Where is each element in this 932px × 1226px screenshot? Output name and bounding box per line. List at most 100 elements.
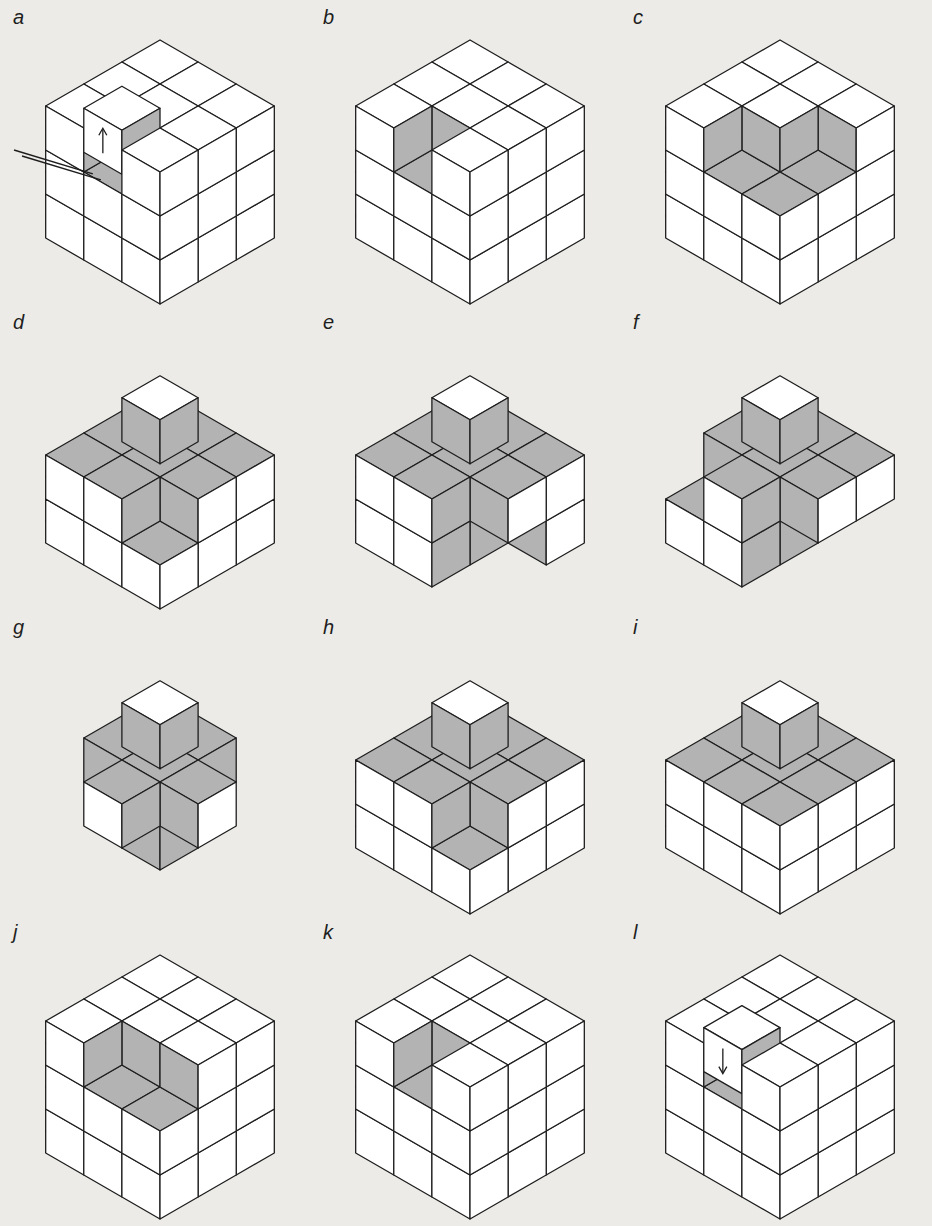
cubie-face	[432, 848, 470, 914]
cubie-face	[546, 760, 584, 826]
cubie-face	[432, 477, 470, 543]
cubie-face	[780, 106, 818, 172]
cubie-face	[780, 477, 818, 543]
cube-figure	[84, 681, 236, 870]
panel-letter: b	[320, 6, 337, 28]
cube-figure	[356, 376, 585, 587]
cubie-face	[508, 128, 546, 194]
cubie-face	[818, 782, 856, 848]
motion-arrow	[722, 1049, 723, 1073]
cubie-face	[780, 194, 818, 260]
cubie-face	[236, 1021, 274, 1087]
cubie-face	[470, 782, 508, 848]
cubie-face	[356, 1021, 394, 1087]
cubie-face	[856, 1021, 894, 1087]
cubie-face	[432, 398, 470, 464]
cubie-face	[122, 1109, 160, 1175]
cube-figure	[666, 681, 895, 914]
panel-letter: j	[10, 921, 20, 943]
cubie-face	[432, 703, 470, 769]
cubie-face	[356, 106, 394, 172]
cubie-face	[818, 106, 856, 172]
cubie-face	[356, 455, 394, 521]
cube-figure	[356, 40, 585, 304]
cubie-face	[742, 106, 780, 172]
cubie-face	[160, 1043, 198, 1109]
cubie-face	[818, 172, 856, 238]
cubie-face	[160, 543, 198, 609]
cubie-face	[356, 760, 394, 826]
cubie-face	[46, 1021, 84, 1087]
cubie-face	[46, 455, 84, 521]
panel-letter: g	[10, 616, 27, 638]
cubie-face	[666, 760, 704, 826]
cubie-face	[856, 760, 894, 826]
cubie-face	[742, 703, 780, 769]
cubie-face	[856, 455, 894, 521]
cubie-face	[666, 499, 704, 565]
cubie-face	[666, 106, 704, 172]
cubie-face	[470, 150, 508, 216]
cubie-face	[742, 398, 780, 464]
cubie-face	[432, 782, 470, 848]
cubie-face	[666, 1021, 704, 1087]
screwdriver	[22, 156, 101, 180]
cubie-face	[160, 150, 198, 216]
cube-figure	[666, 376, 895, 587]
panel-letter: a	[10, 6, 27, 28]
panel-letter: l	[630, 921, 640, 943]
cubie-face	[704, 172, 742, 238]
cubie-face	[780, 1065, 818, 1131]
panel-letter: k	[320, 921, 336, 943]
cubie-face	[198, 782, 236, 848]
cubie-face	[394, 172, 432, 238]
cubie-face	[198, 128, 236, 194]
cubie-face	[704, 1028, 742, 1094]
panel-letter: c	[630, 6, 646, 28]
cubie-face	[432, 150, 470, 216]
cubie-face	[160, 477, 198, 543]
cubie-face	[742, 804, 780, 870]
cubie-face	[122, 150, 160, 216]
cubie-face	[84, 108, 122, 174]
cubie-face	[394, 1087, 432, 1153]
motion-arrowhead	[719, 1067, 727, 1074]
cubie-face	[160, 703, 198, 769]
cubie-face	[780, 804, 818, 870]
cubie-face	[236, 106, 274, 172]
cubie-face	[84, 1087, 122, 1153]
cubie-face	[394, 106, 432, 172]
cubie-face	[84, 782, 122, 848]
cubie-face	[508, 782, 546, 848]
cubie-face	[432, 1065, 470, 1131]
cubie-face	[122, 782, 160, 848]
cubie-face	[122, 477, 160, 543]
cube-figure	[666, 40, 895, 304]
cube-figure	[46, 376, 275, 609]
cubie-face	[546, 455, 584, 521]
cubie-face	[470, 703, 508, 769]
cubie-face	[198, 1043, 236, 1109]
screwdriver	[14, 150, 93, 174]
cubie-face	[780, 398, 818, 464]
cubie-face	[508, 477, 546, 543]
cube-figure	[46, 955, 275, 1219]
cubie-face	[704, 782, 742, 848]
cubie-face	[470, 398, 508, 464]
cube-figure	[14, 40, 274, 304]
panel-letter: f	[630, 311, 642, 333]
cubie-face	[470, 1065, 508, 1131]
cubie-face	[704, 477, 742, 543]
cubie-face	[122, 398, 160, 464]
panel-letter: h	[320, 616, 337, 638]
cubie-face	[46, 106, 84, 172]
cubie-face	[394, 1021, 432, 1087]
cubie-face	[818, 1043, 856, 1109]
cubie-face	[742, 477, 780, 543]
panel-letter: d	[10, 311, 27, 333]
cubie-face	[546, 106, 584, 172]
cubie-face	[160, 398, 198, 464]
cubie-face	[742, 194, 780, 260]
cubie-face	[546, 1021, 584, 1087]
